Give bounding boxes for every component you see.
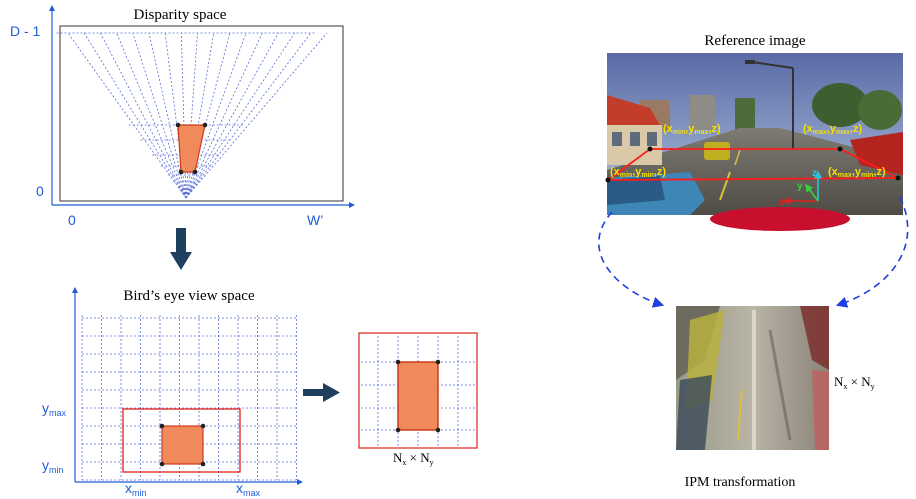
ipm-size-label: Nx × Ny [834, 374, 875, 391]
corner-label-top-right: (xmax,ymax,z) [803, 123, 863, 136]
bev-region [161, 425, 204, 465]
ipm-panel: Nx × Ny IPM transformation [676, 306, 875, 490]
crop-size-label: Nx × Ny [393, 450, 434, 467]
bev-xmax-label: xmax [236, 480, 261, 498]
fan-ray [180, 32, 187, 199]
fan-ray [185, 32, 279, 199]
axis-y-label: y [797, 181, 803, 192]
corner-label-bottom-right: (xmax,ymin,z) [828, 166, 886, 179]
reference-corner [837, 146, 843, 152]
disparity-corner [202, 122, 208, 128]
fan-ray [185, 32, 198, 199]
fan-ray [185, 32, 295, 199]
corner-label-bottom-left: (xmin,ymin,z) [610, 166, 666, 179]
down-arrow [170, 228, 192, 270]
reference-roi-base [607, 177, 899, 181]
bev-corner [159, 461, 165, 467]
bev-ymin-label: ymin [42, 457, 64, 475]
disparity-y-top-label: D - 1 [10, 23, 41, 39]
fan-ray [100, 32, 187, 199]
reference-corner [647, 146, 653, 152]
bev-roi-box [122, 408, 241, 473]
reference-photo [607, 53, 903, 231]
fan-ray [185, 32, 328, 199]
disparity-corner [178, 169, 184, 175]
bev-ymax-label: ymax [42, 400, 67, 418]
axis-y-arrow [805, 183, 819, 202]
reference-corner [895, 175, 901, 181]
disparity-title: Disparity space [134, 7, 227, 23]
reference-panel: Reference image [605, 33, 903, 231]
reference-title: Reference image [704, 33, 806, 49]
crop-region [397, 361, 439, 431]
corner-label-top-left: (xmin,ymax,z) [663, 123, 721, 136]
disparity-corner [175, 122, 181, 128]
ipm-arrow-right [835, 196, 909, 308]
disparity-corner [192, 169, 198, 175]
fan-ray [185, 32, 312, 199]
disparity-panel: Disparity space D - 1 0 0 W’ [10, 5, 355, 228]
reference-corner [605, 177, 611, 183]
disparity-x-right-label: W’ [307, 212, 323, 228]
bev-xmin-label: xmin [125, 480, 147, 498]
crop-corner [395, 427, 401, 433]
bev-corner [200, 423, 206, 429]
bev-corner [159, 423, 165, 429]
fan-ray [116, 32, 187, 199]
crop-panel: Nx × Ny [358, 332, 478, 467]
ipm-image [676, 306, 829, 450]
disparity-x-left-label: 0 [68, 212, 76, 228]
bev-title: Bird’s eye view space [123, 288, 255, 304]
disparity-frame [59, 25, 344, 202]
ipm-arrow-left [598, 211, 665, 308]
fan-ray [67, 32, 187, 199]
crop-corner [435, 359, 441, 365]
fan-ray [83, 32, 187, 199]
ipm-caption: IPM transformation [685, 475, 796, 490]
crop-corner [435, 427, 441, 433]
disparity-y-bottom-label: 0 [36, 183, 44, 199]
fan-ray [132, 32, 187, 199]
axis-z-label: z [812, 168, 817, 179]
right-arrow [303, 383, 340, 402]
bev-panel: Bird’s eye view space ymax ymin xmin xma… [42, 287, 303, 498]
bev-corner [200, 461, 206, 467]
crop-corner [395, 359, 401, 365]
axis-x-label: x [778, 196, 785, 208]
